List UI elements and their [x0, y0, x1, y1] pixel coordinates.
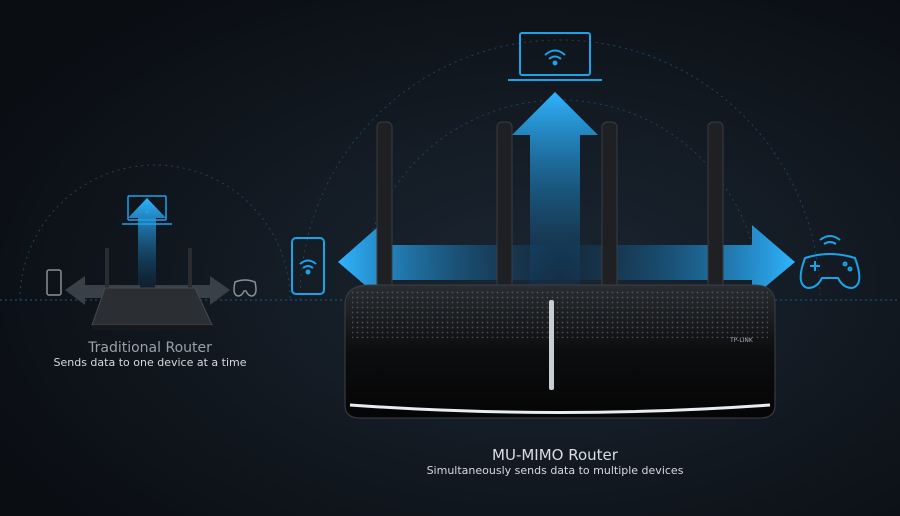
small-phone-icon — [46, 269, 62, 296]
gamepad-icon — [799, 235, 861, 290]
laptop-icon — [508, 32, 602, 81]
small-gamepad-icon — [233, 279, 257, 297]
led-strip — [549, 300, 554, 390]
traditional-router-title: Traditional Router — [88, 340, 212, 356]
mu-mimo-title: MU-MIMO Router — [492, 446, 618, 464]
small-up-arrow — [128, 198, 166, 290]
small-laptop-icon — [122, 195, 172, 225]
traditional-router-subtitle: Sends data to one device at a time — [53, 356, 247, 369]
phone-icon — [291, 237, 325, 295]
mu-mimo-router: TP-LINK — [344, 284, 776, 419]
antennas — [376, 121, 724, 293]
up-arrow — [512, 92, 598, 290]
mu-mimo-subtitle: Simultaneously sends data to multiple de… — [426, 464, 684, 477]
traditional-router-caption: Traditional Router Sends data to one dev… — [40, 340, 260, 369]
right-arrow — [560, 225, 795, 298]
mu-mimo-caption: MU-MIMO Router Simultaneously sends data… — [400, 446, 710, 477]
traditional-router — [46, 195, 257, 330]
router-logo: TP-LINK — [729, 337, 754, 344]
light-bar — [349, 403, 771, 414]
